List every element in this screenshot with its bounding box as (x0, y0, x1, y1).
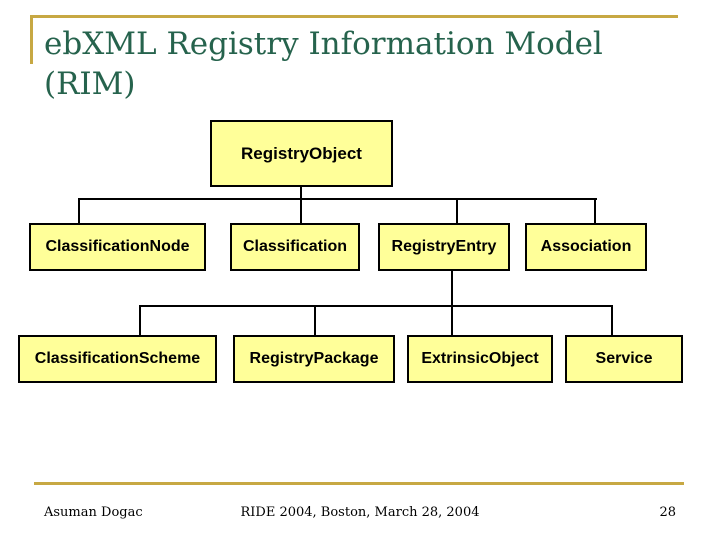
connector-line (78, 198, 597, 200)
node-association: Association (525, 223, 647, 271)
connector-line (139, 305, 141, 335)
title-left-rule (30, 15, 33, 64)
connector-line (456, 198, 458, 223)
node-classification: Classification (230, 223, 360, 271)
footer-author: Asuman Dogac (44, 505, 143, 520)
title-top-rule (30, 15, 678, 18)
footer-rule (34, 482, 684, 485)
node-registry-object: RegistryObject (210, 120, 393, 187)
node-classification-node: ClassificationNode (29, 223, 206, 271)
page-title-line1: ebXML Registry Information Model (44, 26, 603, 62)
connector-line (300, 187, 302, 200)
page-title: ebXML Registry Information Model (RIM) (44, 24, 684, 104)
node-extrinsic-object: ExtrinsicObject (407, 335, 553, 383)
node-registry-entry: RegistryEntry (378, 223, 510, 271)
connector-line (611, 305, 613, 335)
connector-line (139, 305, 613, 307)
footer-conference: RIDE 2004, Boston, March 28, 2004 (240, 505, 480, 520)
connector-line (300, 198, 302, 223)
node-registry-package: RegistryPackage (233, 335, 395, 383)
connector-line (451, 271, 453, 307)
page-title-line2: (RIM) (44, 66, 136, 102)
footer-page-number: 28 (659, 505, 676, 520)
node-service: Service (565, 335, 683, 383)
connector-line (78, 198, 80, 223)
connector-line (594, 198, 596, 223)
connector-line (314, 305, 316, 335)
node-classification-scheme: ClassificationScheme (18, 335, 217, 383)
connector-line (451, 305, 453, 335)
